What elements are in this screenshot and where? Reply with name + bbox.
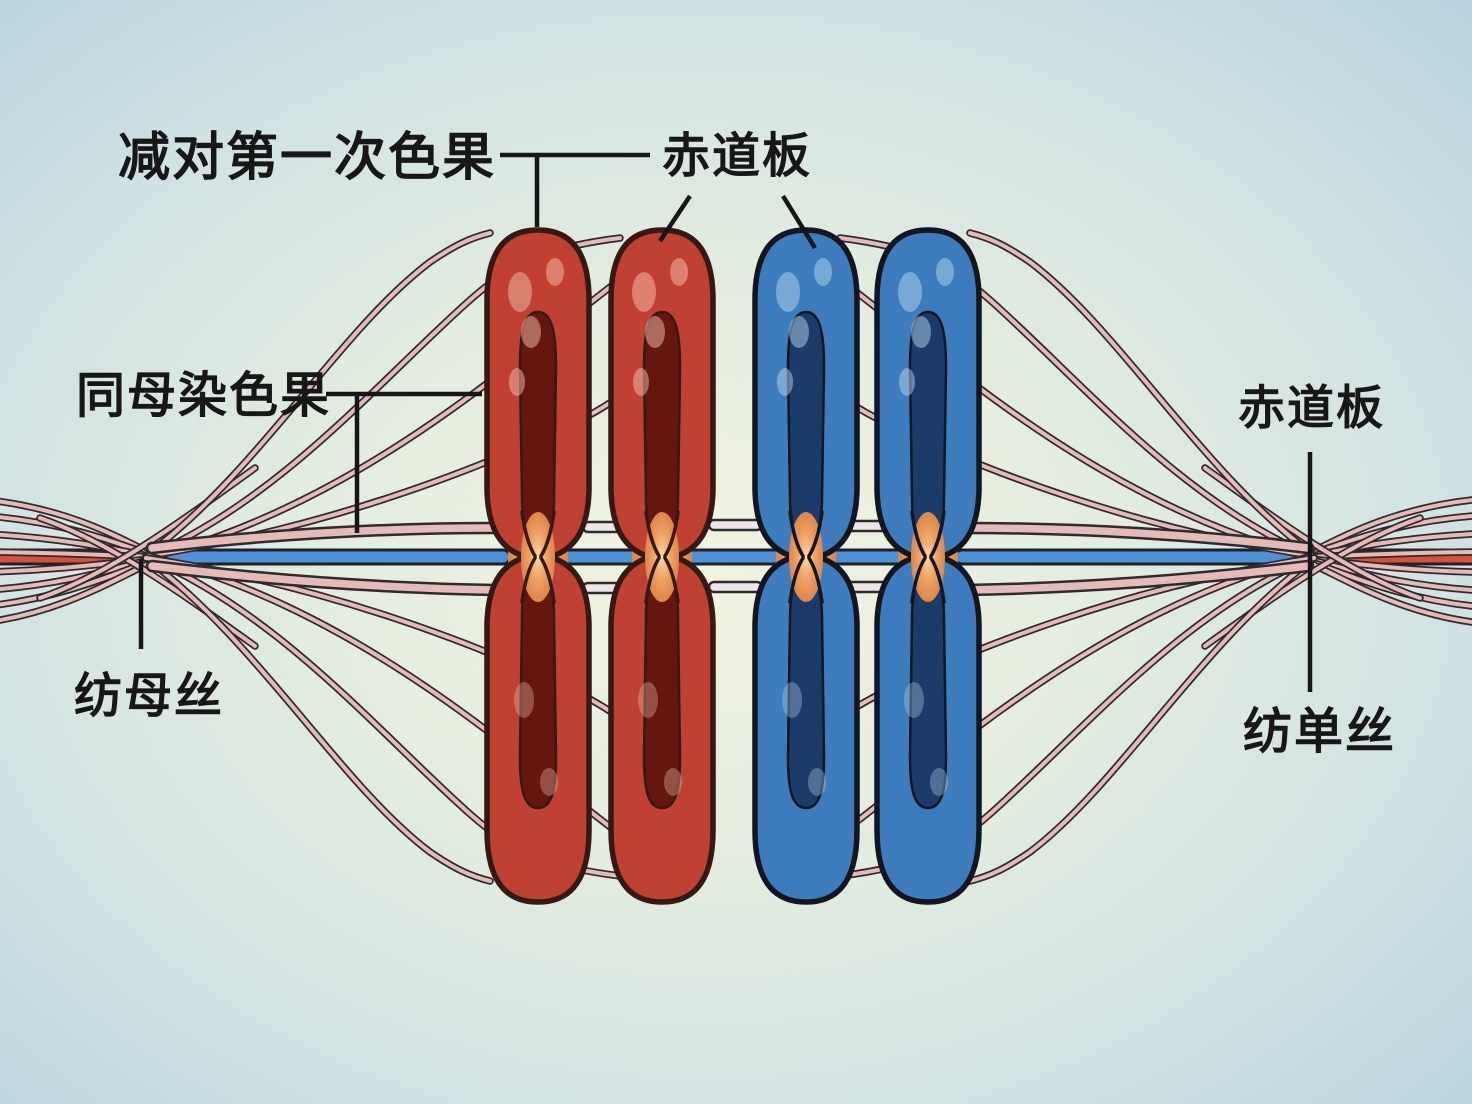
label-equatorial-plate-right: 赤道板: [1238, 381, 1385, 434]
label-equatorial-plate-top: 赤道板: [662, 130, 812, 183]
label-homologous-chromosomes: 同母染色果: [76, 369, 331, 423]
label-spindle-fiber-right: 纺单丝: [1243, 705, 1396, 759]
label-meiosis-stage: 减对第一次色果: [118, 129, 496, 187]
leader-lines: [138, 152, 1313, 692]
leader-equatorial-top-left: [658, 194, 692, 243]
leader-equatorial-top-right: [781, 194, 817, 250]
labels: 减对第一次色果 赤道板 同母染色果 纺母丝 赤道板 纺单丝: [74, 129, 1396, 759]
label-spindle-fiber-left: 纺母丝: [74, 670, 224, 723]
